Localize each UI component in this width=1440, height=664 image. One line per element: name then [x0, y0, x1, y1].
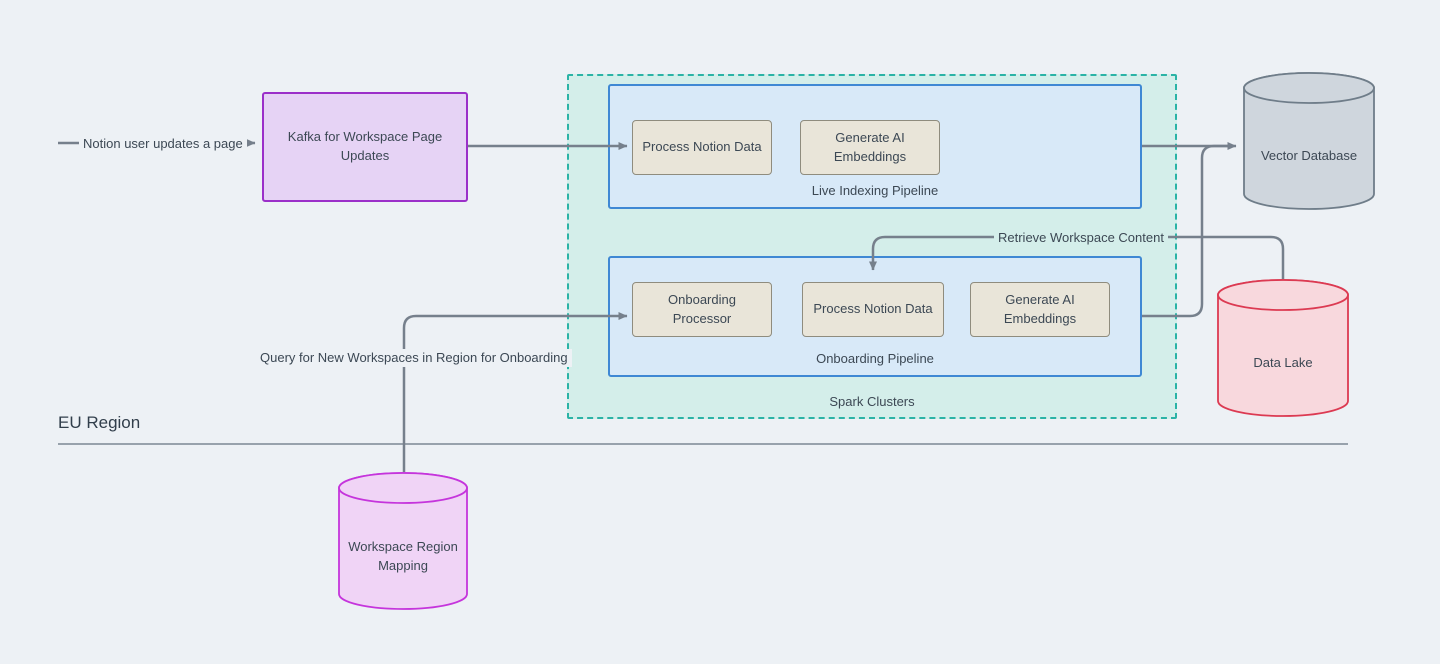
- node-vector-database: Vector Database: [1243, 72, 1375, 210]
- node-workspace-region-mapping-label: Workspace Region Mapping: [338, 503, 468, 610]
- database-cylinder-icon: [338, 472, 468, 610]
- live-indexing-pipeline-label: Live Indexing Pipeline: [811, 183, 939, 198]
- node-vector-database-label: Vector Database: [1260, 148, 1358, 164]
- task-onboarding-processor: Onboarding Processor: [632, 282, 772, 337]
- database-cylinder-icon: [1217, 279, 1349, 417]
- node-workspace-region-mapping-text: Workspace Region Mapping: [348, 538, 458, 573]
- task-generate-ai-embeddings-onboarding: Generate AI Embeddings: [970, 282, 1110, 337]
- onboarding-pipeline-label: Onboarding Pipeline: [816, 351, 934, 366]
- task-label: Onboarding Processor: [668, 291, 736, 326]
- task-process-notion-data-live: Process Notion Data: [632, 120, 772, 175]
- live-indexing-pipeline: Process Notion Data Generate AI Embeddin…: [608, 84, 1142, 209]
- task-label: Process Notion Data: [813, 301, 933, 317]
- task-label: Generate AI Embeddings: [1003, 291, 1077, 326]
- task-label: Generate AI Embeddings: [833, 129, 907, 164]
- node-workspace-region-mapping: Workspace Region Mapping: [338, 472, 468, 610]
- edge-label-user-update: Notion user updates a page: [79, 135, 247, 153]
- edge-onboarding-to-vector-database: [1142, 144, 1232, 318]
- edge-label-region-query: Query for New Workspaces in Region for O…: [256, 349, 572, 367]
- database-cylinder-icon: [1243, 72, 1375, 210]
- task-generate-ai-embeddings-live: Generate AI Embeddings: [800, 120, 940, 175]
- edge-region-mapping-query-to-onboarding-processor: [402, 312, 628, 472]
- edge-label-retrieve-workspace-content: Retrieve Workspace Content: [994, 229, 1168, 247]
- region-divider: [58, 443, 1348, 445]
- spark-clusters-label: Spark Clusters: [829, 394, 915, 409]
- node-data-lake: Data Lake: [1217, 279, 1349, 417]
- node-kafka-label: Kafka for Workspace Page Updates: [287, 129, 443, 163]
- task-process-notion-data-onboarding: Process Notion Data: [802, 282, 944, 337]
- task-label: Process Notion Data: [642, 139, 762, 155]
- region-label: EU Region: [58, 413, 141, 432]
- node-data-lake-label: Data Lake: [1253, 355, 1313, 371]
- onboarding-pipeline: Onboarding Processor Process Notion Data…: [608, 256, 1142, 377]
- node-kafka: Kafka for Workspace Page Updates: [262, 92, 468, 202]
